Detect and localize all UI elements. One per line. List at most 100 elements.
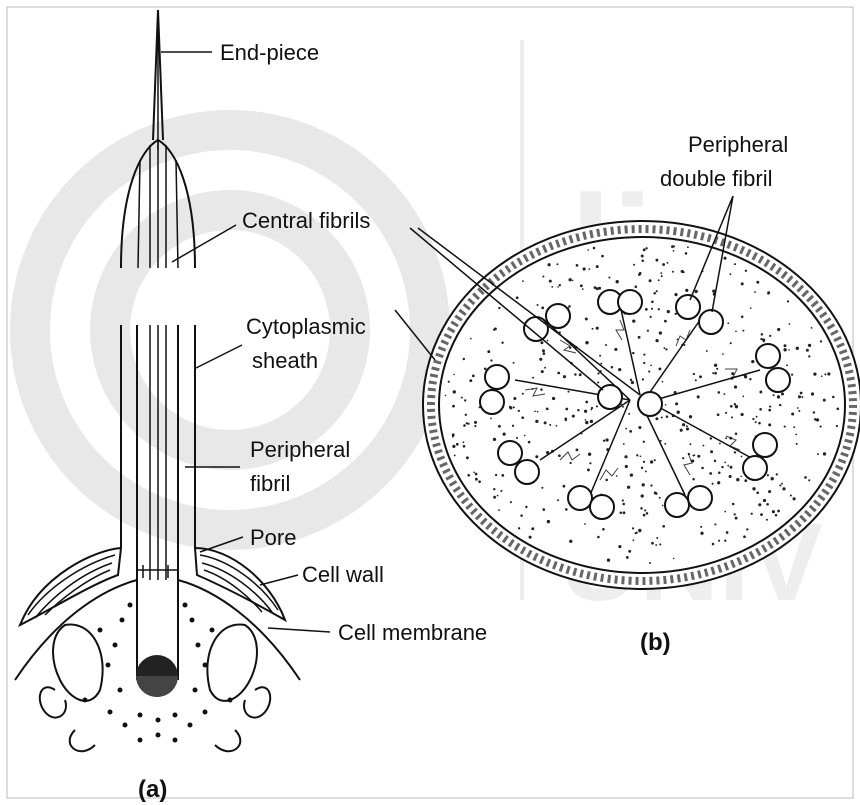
stipple-dot (605, 479, 608, 482)
stipple-dot (655, 493, 657, 495)
stipple-dot (633, 264, 635, 266)
stipple-dot (500, 490, 502, 492)
stipple-dot (623, 443, 625, 445)
stipple-dot (611, 366, 614, 369)
stipple-dot (641, 260, 644, 263)
stipple-dot (639, 272, 642, 275)
stipple-dot (729, 273, 731, 275)
label-cell-wall: Cell wall (302, 562, 384, 587)
stipple-dot (600, 363, 602, 365)
stipple-dot (556, 425, 558, 427)
stipple-dot (734, 403, 736, 405)
stipple-dot (661, 275, 663, 277)
stipple-dot (659, 543, 661, 545)
stipple-dot (786, 364, 788, 366)
stipple-dot (627, 486, 630, 489)
stipple-dot (537, 411, 539, 413)
stipple-dot (495, 474, 497, 476)
stipple-dot (522, 280, 524, 282)
stipple-dot (597, 381, 599, 383)
stipple-dot (667, 310, 670, 313)
stipple-dot (701, 467, 704, 470)
stipple-dot (801, 396, 803, 398)
stipple-dot (796, 443, 798, 445)
stipple-dot (540, 341, 543, 344)
stipple-dot (632, 319, 635, 322)
stipple-dot (503, 433, 506, 436)
stipple-dot (463, 358, 465, 360)
stipple-dot (734, 385, 737, 388)
stipple-dot (689, 443, 691, 445)
stipple-dot (779, 484, 781, 486)
stipple-dot (475, 478, 478, 481)
stipple-dot (756, 281, 759, 284)
stipple-dot (498, 307, 500, 309)
cell-wall-right (195, 548, 285, 620)
stipple-dot (658, 367, 661, 370)
stipple-dot (616, 280, 619, 283)
stipple-dot (725, 412, 727, 414)
stipple-dot (719, 443, 721, 445)
stipple-dot (522, 393, 524, 395)
stipple-dot (590, 409, 592, 411)
stipple-dot (501, 474, 504, 477)
stipple-dot (638, 426, 641, 429)
stipple-dot (470, 338, 472, 340)
stipple-dot (584, 523, 586, 525)
stipple-dot (727, 465, 729, 467)
stipple-dot (452, 445, 455, 448)
stipple-dot (659, 331, 662, 334)
stipple-dot (742, 330, 744, 332)
stipple-dot (725, 437, 727, 439)
stipple-dot (467, 423, 469, 425)
stipple-dot (827, 372, 830, 375)
stipple-dot (602, 528, 605, 531)
stipple-dot (593, 247, 596, 250)
stipple-dot (466, 456, 469, 459)
stipple-dot (736, 478, 739, 481)
stipple-dot (557, 499, 559, 501)
stipple-dot (541, 487, 543, 489)
stipple-dot (816, 419, 819, 422)
stipple-dot (644, 509, 646, 511)
stipple-dot (625, 465, 628, 468)
stipple-dot (726, 531, 729, 534)
stipple-dot (717, 413, 720, 416)
stipple-dot (588, 453, 591, 456)
stipple-dot (467, 474, 470, 477)
stipple-dot (510, 501, 512, 503)
stipple-dot (614, 348, 617, 351)
panel-label-b: (b) (640, 629, 671, 656)
stipple-dot (783, 348, 786, 351)
stipple-dot (475, 473, 478, 476)
stipple-dot (756, 416, 758, 418)
label-cytoplasmic-sheath-2: sheath (252, 348, 318, 373)
stipple-dot (745, 270, 747, 272)
stipple-dot (579, 373, 582, 376)
stipple-dot (497, 495, 499, 497)
stipple-dot (714, 372, 717, 375)
stipple-dot (452, 405, 455, 408)
stipple-dot (776, 473, 778, 475)
stipple-dot (666, 415, 669, 418)
stipple-dot (700, 526, 702, 528)
stipple-dot (548, 263, 551, 266)
stipple-dot (697, 455, 700, 458)
stipple-dot (797, 407, 799, 409)
stipple-dot (734, 451, 736, 453)
stipple-dot (758, 422, 761, 425)
stipple-dot (628, 413, 630, 415)
stipple-dot (665, 404, 667, 406)
stipple-dot (547, 520, 550, 523)
stipple-dot (768, 409, 771, 412)
stipple-dot (752, 418, 754, 420)
label-end-piece: End-piece (220, 40, 319, 65)
stipple-dot (618, 368, 621, 371)
stipple-dot (568, 305, 571, 308)
stipple-dot (461, 397, 463, 399)
stipple-dot (630, 379, 632, 381)
stipple-dot (564, 417, 567, 420)
stipple-dot (759, 391, 762, 394)
stipple-dot (620, 512, 623, 515)
stipple-dot (556, 263, 558, 265)
